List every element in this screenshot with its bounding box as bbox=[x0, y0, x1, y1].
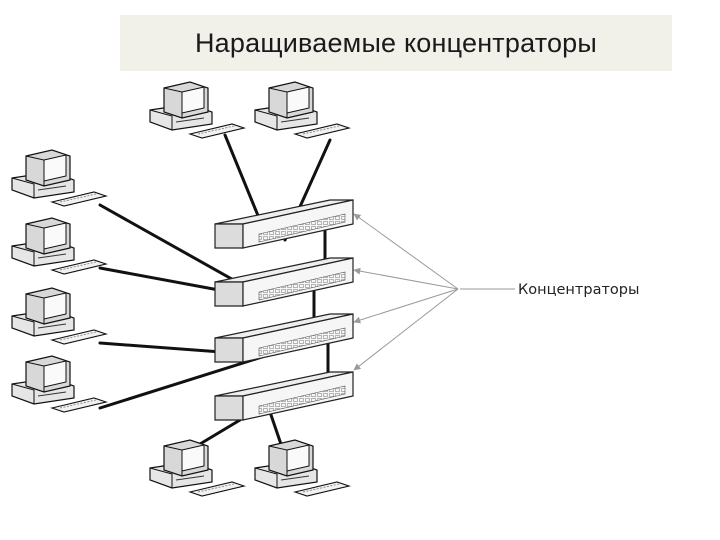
computers bbox=[11, 81, 352, 497]
computer-3 bbox=[11, 149, 109, 207]
title-banner: Наращиваемые концентраторы bbox=[120, 15, 672, 71]
hub-2 bbox=[214, 257, 354, 307]
computer-4 bbox=[11, 217, 109, 275]
computer-5 bbox=[11, 287, 109, 345]
computer-8 bbox=[254, 439, 352, 497]
cable bbox=[98, 355, 264, 410]
hub-4 bbox=[214, 371, 354, 421]
computer-7 bbox=[149, 439, 247, 497]
computer-6 bbox=[11, 355, 109, 413]
hub-3 bbox=[214, 313, 354, 363]
computer-1 bbox=[149, 81, 247, 139]
computer-2 bbox=[254, 81, 352, 139]
pointer-arrows bbox=[353, 213, 515, 371]
hub-1 bbox=[214, 199, 354, 249]
hub-label: Концентраторы bbox=[518, 282, 639, 298]
page-title: Наращиваемые концентраторы bbox=[194, 27, 598, 58]
hubs bbox=[214, 199, 354, 421]
